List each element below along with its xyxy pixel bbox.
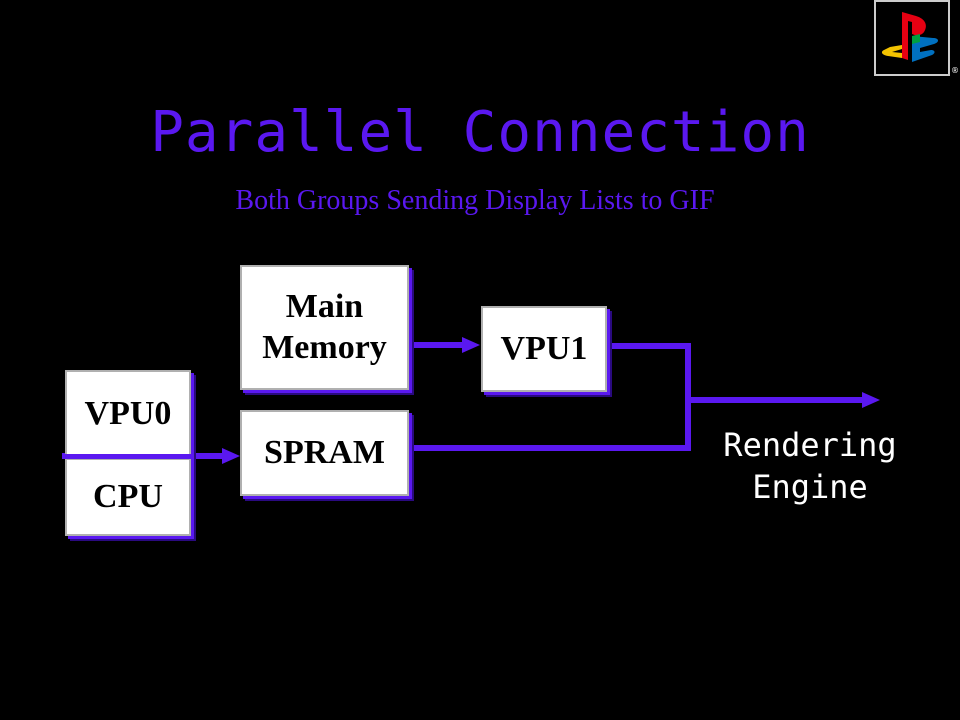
connector-vpu1-to-bus [609, 343, 691, 451]
slide-title: Parallel Connection [150, 100, 810, 165]
slide-subtitle: Both Groups Sending Display Lists to GIF [235, 185, 715, 216]
rendering-engine-line2: Engine [752, 467, 868, 506]
rendering-engine-label: Rendering Engine [700, 425, 920, 508]
vpu0-box: VPU0 [65, 370, 191, 458]
playstation-logo [874, 0, 950, 76]
rendering-engine-line1: Rendering [723, 426, 897, 464]
spram-label: SPRAM [264, 433, 385, 471]
vpu1-box: VPU1 [481, 306, 607, 392]
arrowhead-spram [222, 448, 240, 464]
vpu0-cpu-divider [65, 454, 191, 459]
spram-box: SPRAM [240, 410, 409, 496]
trademark-mark: ® [951, 66, 959, 75]
main-memory-box: Main Memory [240, 265, 409, 390]
vpu1-label: VPU1 [500, 329, 588, 367]
main-memory-label-line2: Memory [262, 328, 387, 366]
playstation-logo-icon [876, 2, 948, 74]
cpu-label: CPU [93, 477, 163, 515]
cpu-box: CPU [65, 458, 191, 536]
main-memory-label-line1: Main [285, 287, 364, 325]
vpu0-label: VPU0 [84, 394, 172, 432]
arrowhead-vpu1 [462, 337, 480, 353]
arrowhead-rendering-engine [862, 392, 880, 408]
